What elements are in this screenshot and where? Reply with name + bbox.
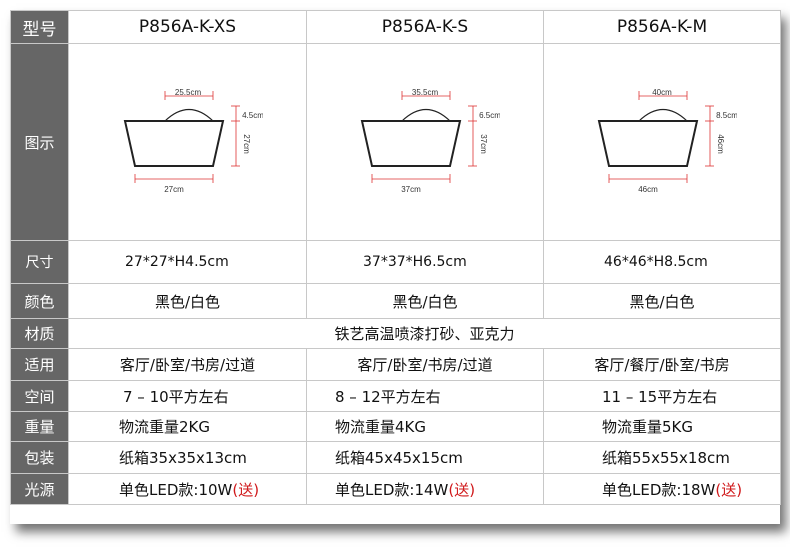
free-gift-tag: (送) bbox=[448, 480, 476, 499]
area-value: 8 – 12平方左右 bbox=[306, 380, 544, 412]
model-name: P856A-K-S bbox=[306, 10, 544, 44]
row-figure: 图示 25.5cm 4.5cm 27cm 27cm 35.5cm 6.5cm 3… bbox=[10, 43, 781, 241]
free-gift-tag: (送) bbox=[715, 480, 743, 499]
dim-top: 25.5cm bbox=[174, 88, 201, 97]
label-size: 尺寸 bbox=[10, 240, 69, 284]
dim-height: 8.5cm bbox=[716, 111, 737, 120]
dim-height: 6.5cm bbox=[479, 111, 500, 120]
lamp-diagram: 35.5cm 6.5cm 37cm 37cm bbox=[361, 88, 501, 194]
use-value: 客厅/卧室/书房/过道 bbox=[68, 348, 307, 381]
label-weight: 重量 bbox=[10, 411, 69, 442]
light-value: 单色LED款:18W bbox=[602, 480, 716, 499]
dim-bottom: 27cm bbox=[164, 185, 184, 194]
light-value: 单色LED款:14W bbox=[335, 480, 449, 499]
row-size: 尺寸 27*27*H4.5cm 37*37*H6.5cm 46*46*H8.5c… bbox=[10, 240, 781, 284]
material-value: 铁艺高温喷漆打砂、亚克力 bbox=[68, 318, 781, 349]
row-area: 空间 7 – 10平方左右 8 – 12平方左右 11 – 15平方左右 bbox=[10, 380, 781, 412]
label-figure: 图示 bbox=[10, 43, 69, 241]
label-area: 空间 bbox=[10, 380, 69, 412]
free-gift-tag: (送) bbox=[232, 480, 260, 499]
size-value: 37*37*H6.5cm bbox=[306, 240, 544, 284]
weight-value: 物流重量4KG bbox=[306, 411, 544, 442]
label-model: 型号 bbox=[10, 10, 69, 44]
color-value: 黑色/白色 bbox=[543, 283, 781, 319]
row-pack: 包装 纸箱35x35x13cm 纸箱45x45x15cm 纸箱55x55x18c… bbox=[10, 441, 781, 474]
row-color: 颜色 黑色/白色 黑色/白色 黑色/白色 bbox=[10, 283, 781, 319]
row-use: 适用 客厅/卧室/书房/过道 客厅/卧室/书房/过道 客厅/餐厅/卧室/书房 bbox=[10, 348, 781, 381]
use-value: 客厅/餐厅/卧室/书房 bbox=[543, 348, 781, 381]
lamp-diagram: 40cm 8.5cm 46cm 46cm bbox=[598, 88, 738, 194]
pack-value: 纸箱55x55x18cm bbox=[543, 441, 781, 474]
dim-side: 27cm bbox=[242, 134, 251, 154]
dim-bottom: 37cm bbox=[401, 185, 421, 194]
label-light: 光源 bbox=[10, 473, 69, 505]
dim-height: 4.5cm bbox=[242, 111, 263, 120]
dim-side: 37cm bbox=[479, 134, 488, 154]
model-name: P856A-K-M bbox=[543, 10, 781, 44]
pack-value: 纸箱45x45x15cm bbox=[306, 441, 544, 474]
area-value: 11 – 15平方左右 bbox=[543, 380, 781, 412]
light-value: 单色LED款:10W bbox=[119, 480, 233, 499]
dim-side: 46cm bbox=[716, 134, 725, 154]
spec-sheet: 型号 P856A-K-XS P856A-K-S P856A-K-M 图示 25.… bbox=[10, 10, 781, 524]
row-model: 型号 P856A-K-XS P856A-K-S P856A-K-M bbox=[10, 10, 781, 44]
row-light: 光源 单色LED款:10W(送) 单色LED款:14W(送) 单色LED款:18… bbox=[10, 473, 781, 505]
weight-value: 物流重量5KG bbox=[543, 411, 781, 442]
lamp-diagram: 25.5cm 4.5cm 27cm 27cm bbox=[123, 88, 264, 194]
area-value: 7 – 10平方左右 bbox=[68, 380, 307, 412]
dim-top: 40cm bbox=[652, 88, 672, 97]
use-value: 客厅/卧室/书房/过道 bbox=[306, 348, 544, 381]
row-weight: 重量 物流重量2KG 物流重量4KG 物流重量5KG bbox=[10, 411, 781, 442]
label-pack: 包装 bbox=[10, 441, 69, 474]
label-color: 颜色 bbox=[10, 283, 69, 319]
weight-value: 物流重量2KG bbox=[68, 411, 307, 442]
label-material: 材质 bbox=[10, 318, 69, 349]
color-value: 黑色/白色 bbox=[306, 283, 544, 319]
size-value: 46*46*H8.5cm bbox=[543, 240, 781, 284]
dim-top: 35.5cm bbox=[412, 88, 439, 97]
pack-value: 纸箱35x35x13cm bbox=[68, 441, 307, 474]
size-value: 27*27*H4.5cm bbox=[68, 240, 307, 284]
dim-bottom: 46cm bbox=[638, 185, 658, 194]
label-use: 适用 bbox=[10, 348, 69, 381]
color-value: 黑色/白色 bbox=[68, 283, 307, 319]
model-name: P856A-K-XS bbox=[68, 10, 307, 44]
row-material: 材质 铁艺高温喷漆打砂、亚克力 bbox=[10, 318, 781, 349]
